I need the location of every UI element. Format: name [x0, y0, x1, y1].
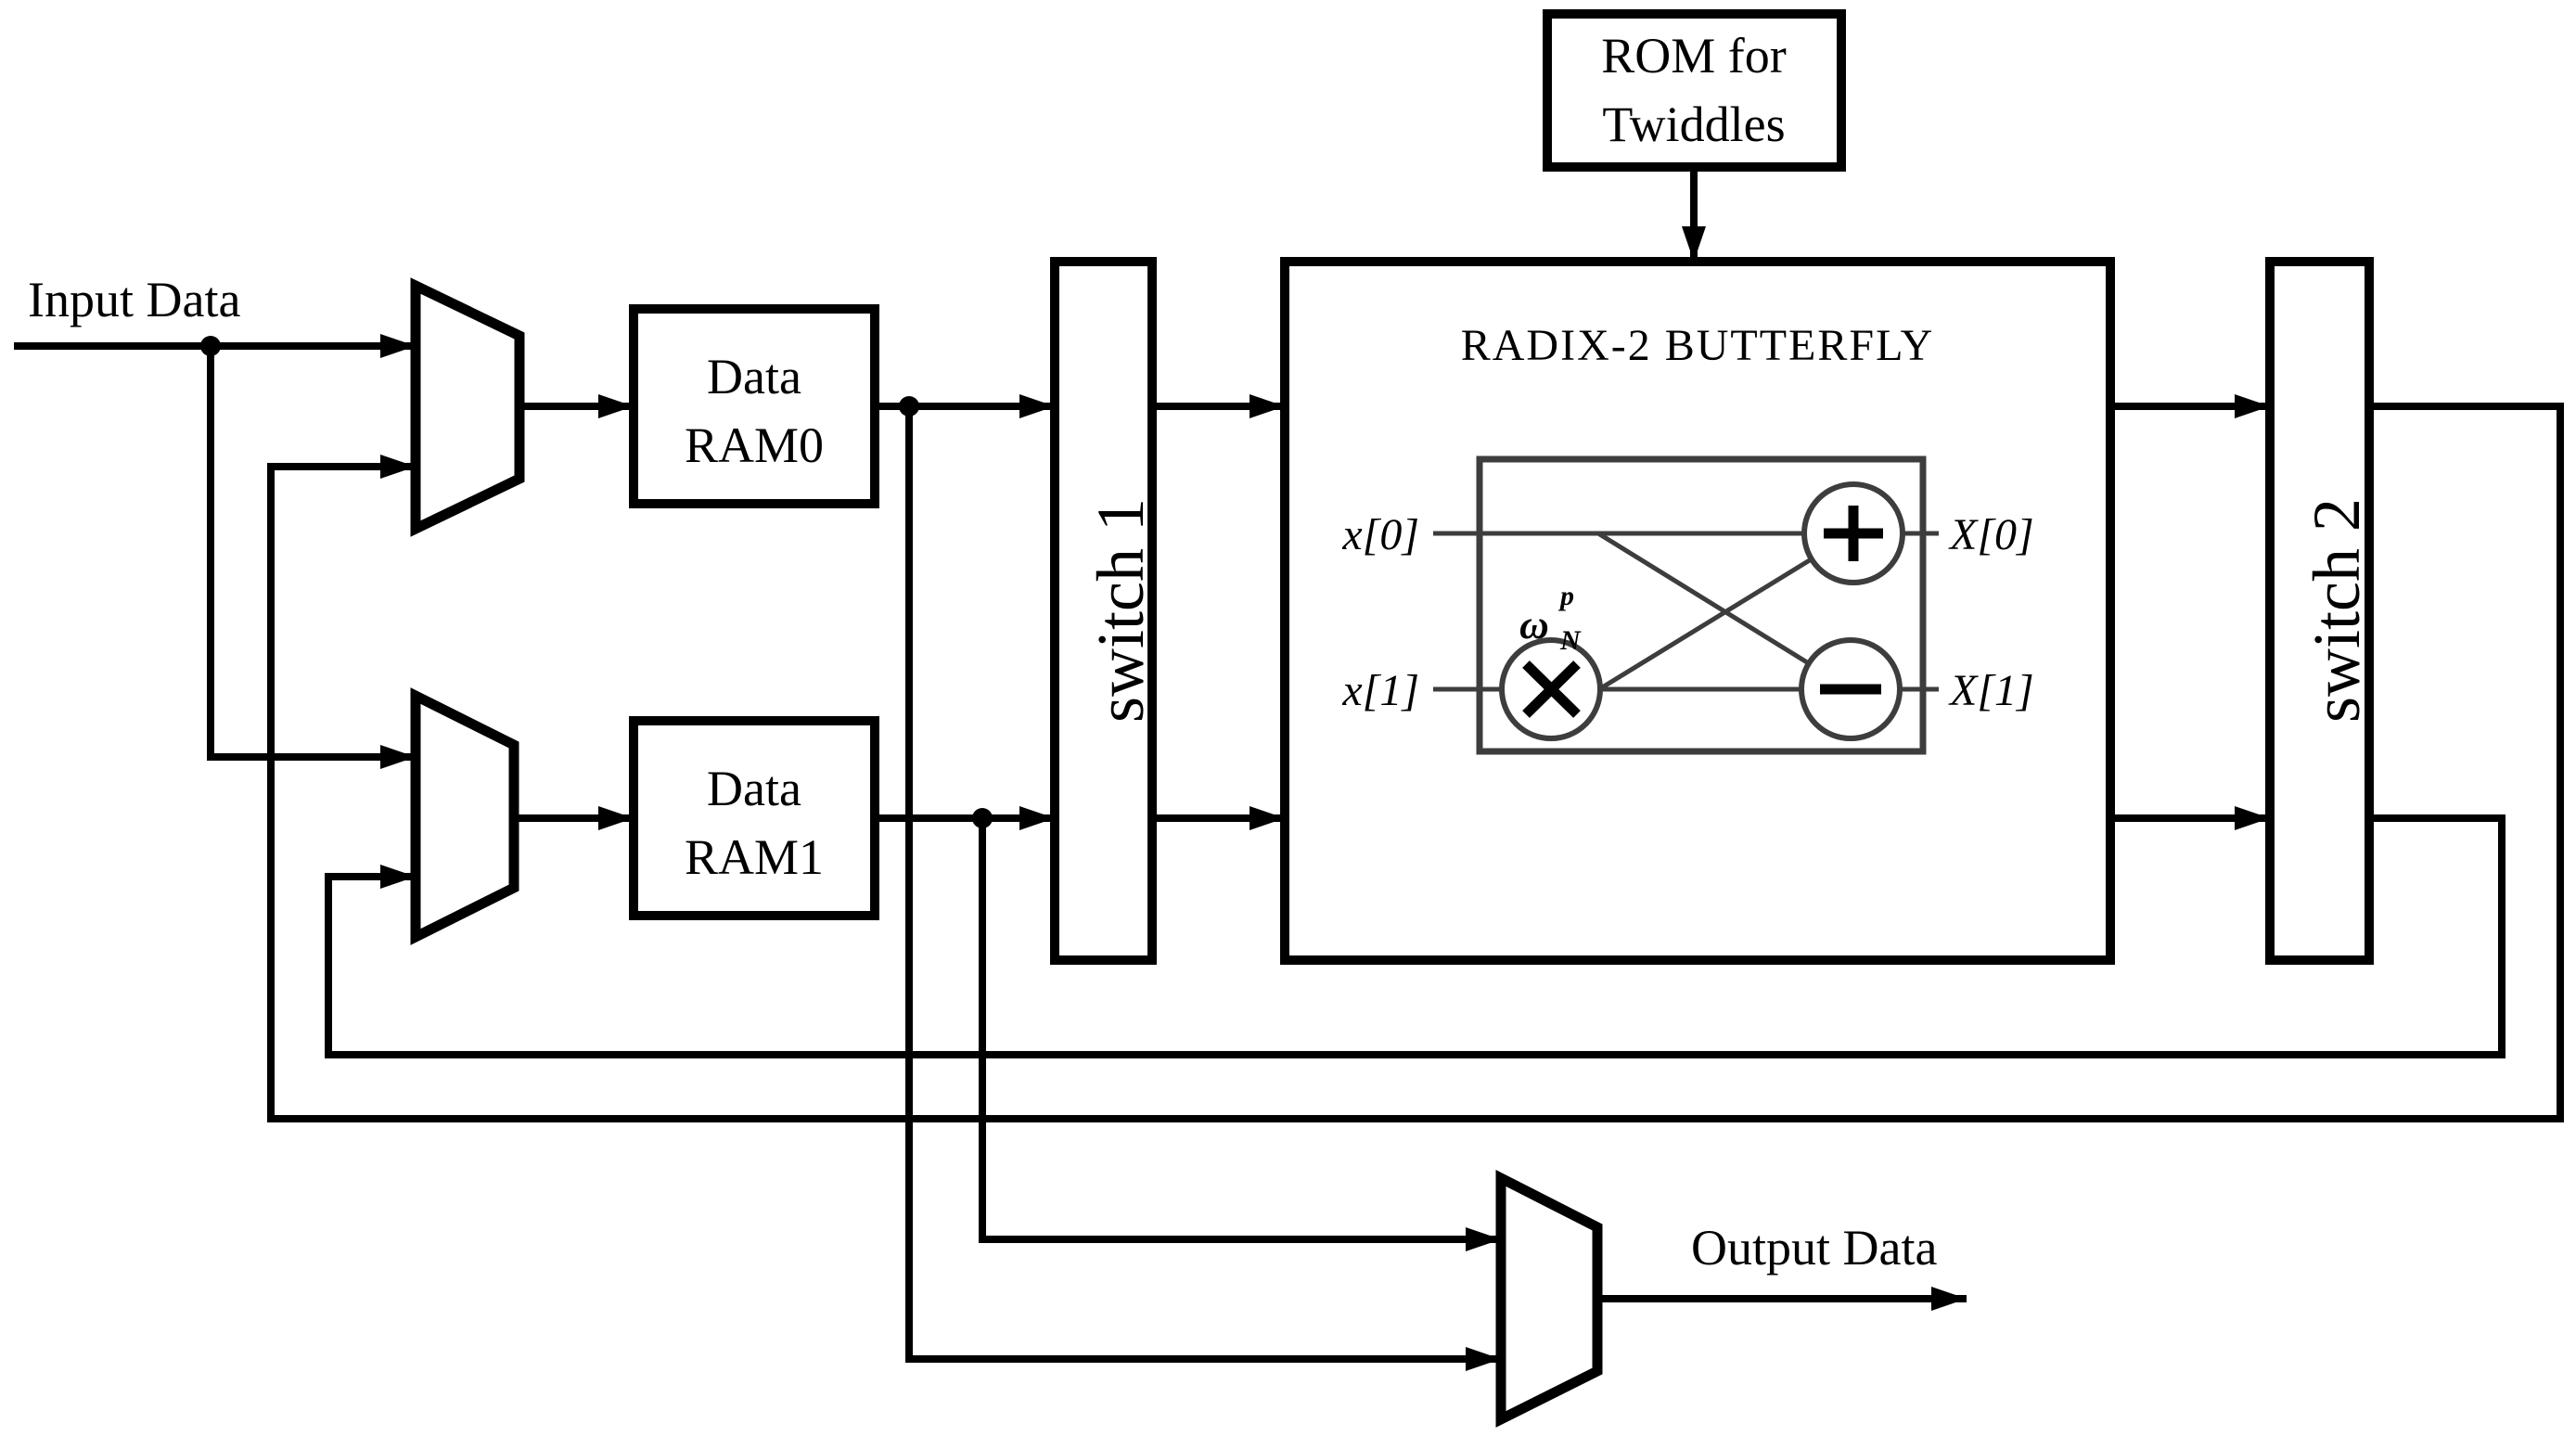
wires — [14, 167, 2564, 1371]
input-mux-ram0 — [410, 277, 525, 537]
junction-ram1-out — [972, 808, 993, 828]
ram0-label-line2: RAM0 — [685, 417, 824, 473]
input-mux-ram1 — [410, 687, 519, 945]
twiddle-factor-label: ω p N — [1519, 581, 1582, 656]
wire-ram0-outputmux — [905, 406, 1501, 1371]
switch1-box — [1050, 257, 1157, 965]
twiddle-superscript: p — [1557, 581, 1574, 611]
junction-input — [200, 336, 221, 356]
bf-label-x1: x[1] — [1341, 666, 1419, 715]
ram1-label-line1: Data — [707, 761, 801, 816]
wire-feedback-outer — [267, 403, 2564, 1122]
switch2-label: switch 2 — [2300, 498, 2374, 723]
butterfly-title: RADIX-2 BUTTERFLY — [1461, 321, 1935, 370]
multiply-icon — [1522, 660, 1581, 718]
rom-label-line2: Twiddles — [1602, 96, 1785, 152]
wire-input-branch — [207, 346, 416, 769]
junction-ram0-out — [899, 396, 919, 417]
bf-label-X1: X[1] — [1948, 666, 2034, 715]
data-ram1-box — [629, 716, 879, 920]
twiddle-omega: ω — [1519, 602, 1549, 647]
data-ram0-box — [629, 304, 879, 508]
butterfly-inner-diagram: ω p N x[0] x[1] X[0] X[1] — [1341, 455, 2034, 755]
output-data-label: Output Data — [1691, 1220, 1937, 1276]
rom-box — [1543, 9, 1846, 172]
ram1-label-line2: RAM1 — [685, 829, 824, 885]
switch2-box — [2265, 257, 2374, 965]
rom-label-line1: ROM for — [1601, 28, 1787, 83]
wire-feedback-inner — [325, 814, 2506, 1058]
twiddle-subscript: N — [1559, 625, 1582, 656]
switch1-label: switch 1 — [1083, 498, 1158, 723]
wire-ram1-outputmux — [979, 818, 1501, 1251]
ram0-label-line1: Data — [707, 349, 801, 404]
bf-inner-box — [1476, 455, 1927, 755]
output-mux — [1495, 1170, 1603, 1428]
bf-label-x0: x[0] — [1341, 510, 1419, 559]
butterfly-box — [1280, 257, 2115, 965]
bf-label-X0: X[0] — [1948, 510, 2034, 559]
input-data-label: Input Data — [28, 272, 240, 327]
add-icon — [1824, 506, 1883, 561]
